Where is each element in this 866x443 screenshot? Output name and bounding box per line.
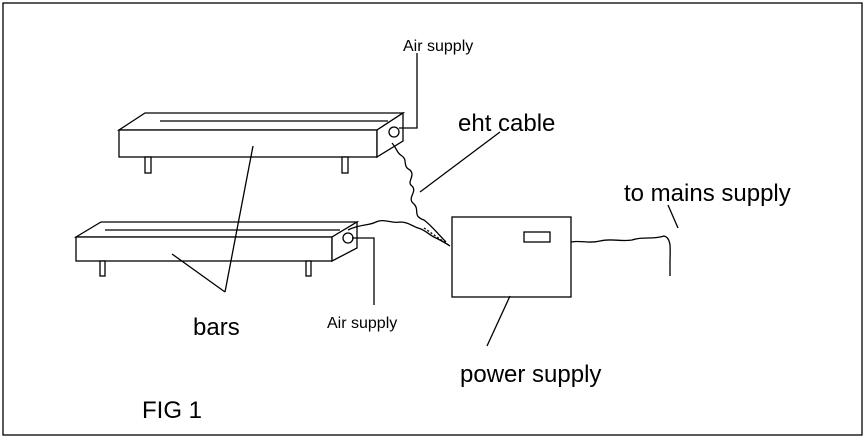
bar-lower-leg-left	[99, 260, 106, 277]
power-supply-label: power supply	[460, 361, 601, 388]
bar-upper-leg-right	[341, 156, 349, 174]
air-supply-label-bottom: Air supply	[327, 315, 397, 332]
eht-cable-lower	[347, 219, 451, 247]
bar-upper	[116, 111, 406, 174]
power-supply-display	[523, 231, 551, 243]
power-supply-box	[451, 216, 572, 298]
bar-upper-leg-left	[144, 156, 152, 174]
power-supply-housing	[451, 216, 572, 298]
bars-leader-upper	[224, 145, 254, 293]
bar-upper-air-nozzle	[388, 126, 400, 138]
power-supply-leader	[486, 295, 511, 347]
air-supply-line-bottom	[352, 237, 375, 305]
bars-label: bars	[193, 314, 240, 341]
air-supply-line-top	[399, 53, 418, 129]
bar-lower-leg-right	[305, 260, 312, 277]
eht-cable-label: eht cable	[458, 110, 555, 137]
bar-upper-front-face	[118, 129, 378, 158]
figure-border	[2, 2, 863, 436]
mains-supply-label: to mains supply	[624, 180, 791, 207]
eht-cable-upper	[391, 142, 447, 243]
bar-lower-air-nozzle	[342, 232, 354, 244]
mains-leader	[667, 204, 679, 229]
bar-lower-front-face	[75, 236, 333, 262]
figure-caption: FIG 1	[142, 397, 202, 424]
eht-cable-leader	[419, 131, 501, 193]
mains-cable	[570, 235, 671, 276]
bars-leader-lower	[171, 253, 226, 293]
bar-lower	[73, 220, 360, 277]
air-supply-label-top: Air supply	[403, 38, 473, 55]
